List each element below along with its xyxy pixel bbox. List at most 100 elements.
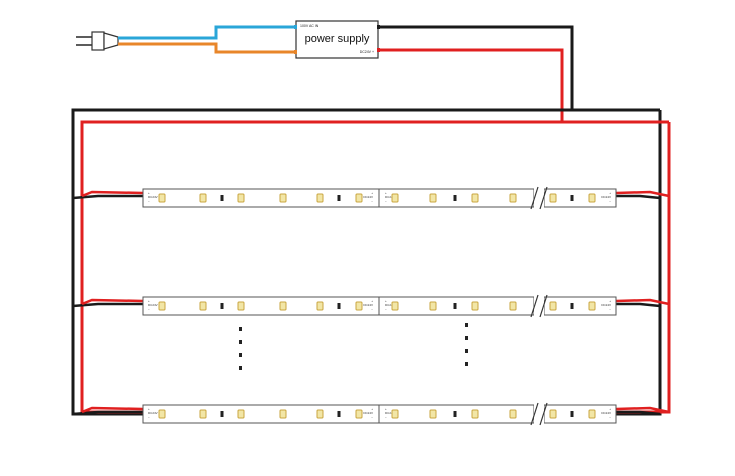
strip-pad-label: − xyxy=(609,307,611,311)
strip-pad-label: + xyxy=(385,191,387,195)
led-chip xyxy=(509,193,517,203)
break-gap xyxy=(534,187,544,209)
led-chip xyxy=(391,409,399,419)
resistor xyxy=(220,303,224,309)
vertical-ellipsis-icon xyxy=(239,327,242,370)
resistor xyxy=(337,195,341,201)
led-chip xyxy=(391,193,399,203)
resistor xyxy=(570,195,574,201)
led-chip xyxy=(316,409,324,419)
strip-pad-label: − xyxy=(385,199,387,203)
led-chip xyxy=(355,409,363,419)
neutral-wire xyxy=(118,42,298,54)
strip-feeder-wires xyxy=(72,190,670,416)
led-strip: +DC24V−+DC24V−+DC24V−+DC24V− xyxy=(142,402,617,426)
psu-input-label: 100V AC IN xyxy=(300,24,319,28)
led-chip xyxy=(549,193,557,203)
psu-title: power supply xyxy=(305,33,370,45)
strip-pad-label: DC24V xyxy=(363,195,373,199)
strip-pad-label: + xyxy=(148,407,150,411)
led-chip xyxy=(199,409,207,419)
strip-pad-label: DC24V xyxy=(601,303,611,307)
led-chip xyxy=(549,409,557,419)
strip-pad-label: − xyxy=(371,415,373,419)
led-chip xyxy=(199,193,207,203)
led-strips: +DC24V−+DC24V−+DC24V−+DC24V−+DC24V−+DC24… xyxy=(142,186,617,426)
psu-negative-wire xyxy=(380,25,574,110)
resistor xyxy=(337,303,341,309)
strip-pad-label: + xyxy=(609,407,611,411)
strip-pad-label: DC24V xyxy=(601,195,611,199)
strip-pad-label: DC24V xyxy=(148,195,158,199)
strip-segment xyxy=(142,404,380,424)
strip-pad-label: + xyxy=(609,299,611,303)
led-chip xyxy=(355,301,363,311)
led-strip: +DC24V−+DC24V−+DC24V−+DC24V− xyxy=(142,186,617,210)
led-chip xyxy=(509,409,517,419)
strip-pad-label: − xyxy=(385,307,387,311)
strip-pad-label: − xyxy=(609,199,611,203)
strip-positive-feed xyxy=(81,298,144,306)
resistor xyxy=(220,411,224,417)
strip-pad-label: DC24V xyxy=(601,411,611,415)
strip-pad-label: + xyxy=(148,299,150,303)
strip-positive-feed xyxy=(615,190,670,198)
strip-pad-label: DC24V xyxy=(385,411,395,415)
strip-pad-label: DC24V xyxy=(385,303,395,307)
break-slash xyxy=(539,186,548,210)
psu-output-label: DC24V + xyxy=(360,50,374,54)
strip-pad-label: + xyxy=(609,191,611,195)
strip-pad-label: − xyxy=(371,199,373,203)
break-slash xyxy=(530,294,539,318)
led-chip xyxy=(429,409,437,419)
resistor xyxy=(453,303,457,309)
led-chip xyxy=(237,409,245,419)
led-chip xyxy=(158,193,166,203)
strip-pad-label: DC24V xyxy=(148,303,158,307)
vertical-ellipsis-icon xyxy=(465,323,468,366)
break-slash xyxy=(539,294,548,318)
strip-pad-label: − xyxy=(148,199,150,203)
strip-negative-feed xyxy=(616,302,661,308)
break-gap xyxy=(534,295,544,317)
continuation-break-icon xyxy=(530,186,548,210)
negative-bus xyxy=(71,108,662,416)
strip-segment xyxy=(142,296,380,316)
break-slash xyxy=(530,402,539,426)
strip-positive-feed xyxy=(81,190,144,198)
led-chip xyxy=(429,193,437,203)
strip-negative-feed xyxy=(616,410,661,416)
strip-pad-label: + xyxy=(148,191,150,195)
resistor xyxy=(453,411,457,417)
led-chip xyxy=(549,301,557,311)
strip-pad-label: DC24V xyxy=(385,195,395,199)
resistor xyxy=(220,195,224,201)
led-chip xyxy=(237,301,245,311)
resistor xyxy=(453,195,457,201)
strip-pad-label: DC24V xyxy=(363,303,373,307)
led-chip xyxy=(588,301,596,311)
led-chip xyxy=(471,301,479,311)
plug-icon xyxy=(76,31,119,51)
led-chip xyxy=(471,409,479,419)
strip-pad-label: + xyxy=(371,191,373,195)
break-slash xyxy=(530,186,539,210)
strip-pad-label: − xyxy=(148,415,150,419)
led-chip xyxy=(158,409,166,419)
strip-negative-feed xyxy=(72,302,143,308)
strip-negative-feed xyxy=(72,194,143,200)
strip-positive-feed xyxy=(615,406,670,414)
led-strip: +DC24V−+DC24V−+DC24V−+DC24V− xyxy=(142,294,617,318)
strip-pad-label: − xyxy=(609,415,611,419)
strip-pad-label: DC24V xyxy=(148,411,158,415)
strip-pad-label: + xyxy=(385,407,387,411)
strip-pad-label: + xyxy=(371,407,373,411)
led-chip xyxy=(509,301,517,311)
led-chip xyxy=(316,193,324,203)
led-chip xyxy=(279,301,287,311)
led-chip xyxy=(429,301,437,311)
strip-pad-label: − xyxy=(148,307,150,311)
resistor xyxy=(570,411,574,417)
led-chip xyxy=(355,193,363,203)
